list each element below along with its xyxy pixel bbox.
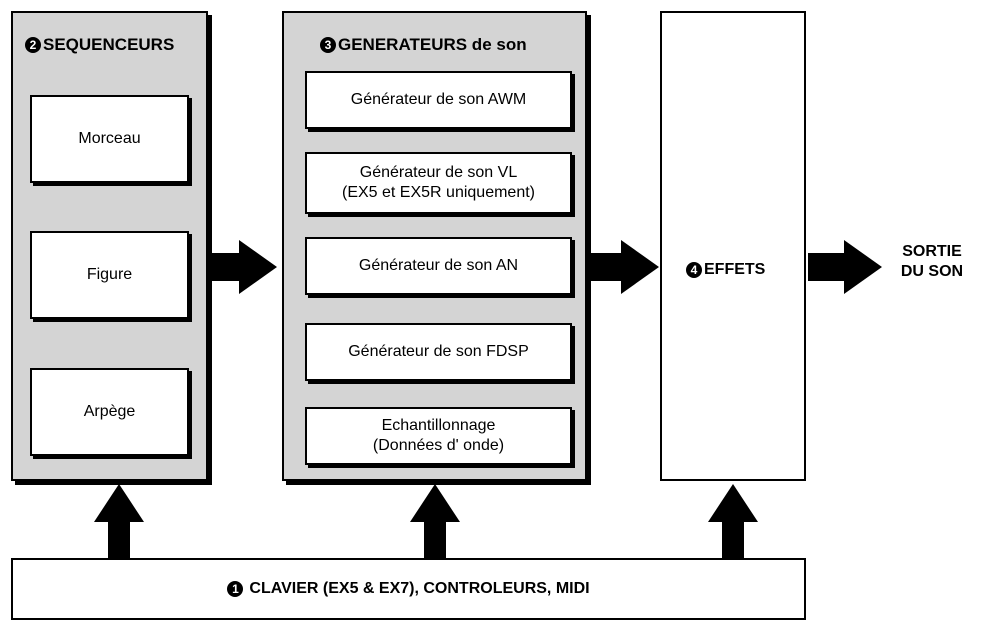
generator-vl-box: Générateur de son VL (EX5 et EX5R unique… xyxy=(305,152,572,214)
sequencer-arpege-box: Arpège xyxy=(30,368,189,456)
sequencer-morceau-label: Morceau xyxy=(78,130,141,147)
sound-output-label: SORTIE DU SON xyxy=(887,242,977,282)
generator-an-line1: Générateur de son AN xyxy=(358,257,519,274)
effects-title-text: EFFETS xyxy=(704,261,766,278)
arrow-keyboard-to-generators xyxy=(410,484,460,558)
number-4-badge: 4 xyxy=(686,262,702,278)
generator-an-box: Générateur de son AN xyxy=(305,237,572,295)
arrow-right-shape xyxy=(808,240,882,294)
sequencer-figure-box: Figure xyxy=(30,231,189,319)
arrow-right-shape xyxy=(589,240,659,294)
effects-title: 4 EFFETS xyxy=(686,261,765,279)
generator-sampling-line1: Echantillonnage xyxy=(381,417,496,434)
arrow-right-shape xyxy=(207,240,277,294)
generator-sampling-line2: (Données d' onde) xyxy=(372,437,505,454)
generator-fdsp-line1: Générateur de son FDSP xyxy=(348,343,529,360)
sound-output-line1: SORTIE xyxy=(902,243,962,260)
generators-title: 3 GENERATEURS de son xyxy=(320,35,527,55)
effects-block: 4 EFFETS xyxy=(660,11,806,481)
keyboard-controllers-label: CLAVIER (EX5 & EX7), CONTROLEURS, MIDI xyxy=(249,580,590,597)
generator-sampling-box: Echantillonnage (Données d' onde) xyxy=(305,407,572,465)
keyboard-controllers-bar: 1 CLAVIER (EX5 & EX7), CONTROLEURS, MIDI xyxy=(11,558,806,620)
arrow-sequencers-to-generators xyxy=(207,240,277,294)
generator-vl-line1: Générateur de son VL xyxy=(359,164,518,181)
sequencers-block: 2 SEQUENCEURS Morceau Figure Arpège xyxy=(11,11,208,481)
sequencers-title: 2 SEQUENCEURS xyxy=(25,35,174,55)
generator-fdsp-box: Générateur de son FDSP xyxy=(305,323,572,381)
arrow-up-shape xyxy=(94,484,144,558)
sequencers-title-text: SEQUENCEURS xyxy=(43,35,175,54)
sequencer-figure-label: Figure xyxy=(86,266,133,283)
sound-output-line2: DU SON xyxy=(900,263,964,280)
sequencer-morceau-box: Morceau xyxy=(30,95,189,183)
arrow-effects-to-output xyxy=(808,240,882,294)
generators-block: 3 GENERATEURS de son Générateur de son A… xyxy=(282,11,587,481)
number-1-badge: 1 xyxy=(227,581,244,597)
arrow-up-shape xyxy=(708,484,758,558)
number-2-badge: 2 xyxy=(25,37,41,53)
generator-vl-line2: (EX5 et EX5R uniquement) xyxy=(342,184,535,201)
arrow-generators-to-effects xyxy=(589,240,659,294)
number-3-badge: 3 xyxy=(320,37,336,53)
generator-awm-line1: Générateur de son AWM xyxy=(350,91,527,108)
arrow-keyboard-to-sequencers xyxy=(94,484,144,558)
arrow-keyboard-to-effects xyxy=(708,484,758,558)
arrow-up-shape xyxy=(410,484,460,558)
generator-awm-box: Générateur de son AWM xyxy=(305,71,572,129)
generators-title-text: GENERATEURS de son xyxy=(338,35,527,54)
sequencer-arpege-label: Arpège xyxy=(83,403,136,420)
